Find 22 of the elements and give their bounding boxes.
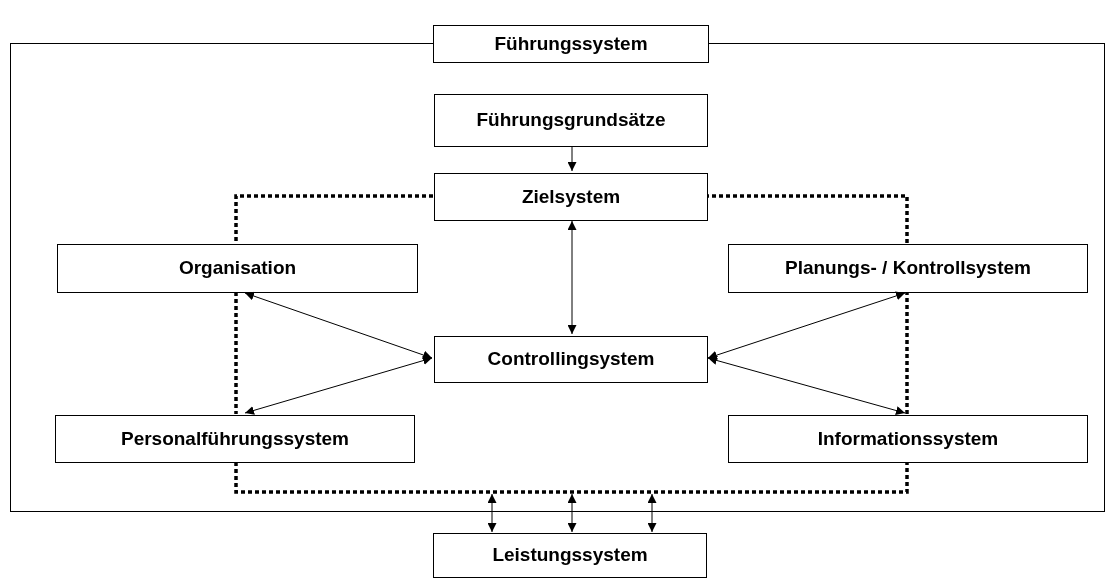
arrow (567, 145, 577, 172)
arrow (487, 493, 497, 533)
arrow (647, 493, 657, 533)
arrow (244, 291, 433, 360)
system-box: Zielsystem (434, 173, 708, 221)
system-box: Leistungssystem (433, 533, 707, 578)
dotted-connector (234, 292, 238, 414)
frame-heading: Führungssystem (433, 25, 709, 63)
system-box: Controllingsystem (434, 336, 708, 383)
arrow (567, 220, 577, 335)
dotted-connector (234, 462, 909, 494)
system-box: Personalführungssystem (55, 415, 415, 463)
dotted-connector (905, 292, 909, 414)
arrow (244, 356, 433, 415)
system-box: Organisation (57, 244, 418, 293)
system-box: Führungsgrundsätze (434, 94, 708, 147)
dotted-connector (234, 194, 433, 243)
arrow (707, 356, 906, 415)
system-box: Informationssystem (728, 415, 1088, 463)
system-box: Planungs- / Kontrollsystem (728, 244, 1088, 293)
arrow (567, 493, 577, 533)
arrow (707, 291, 906, 360)
